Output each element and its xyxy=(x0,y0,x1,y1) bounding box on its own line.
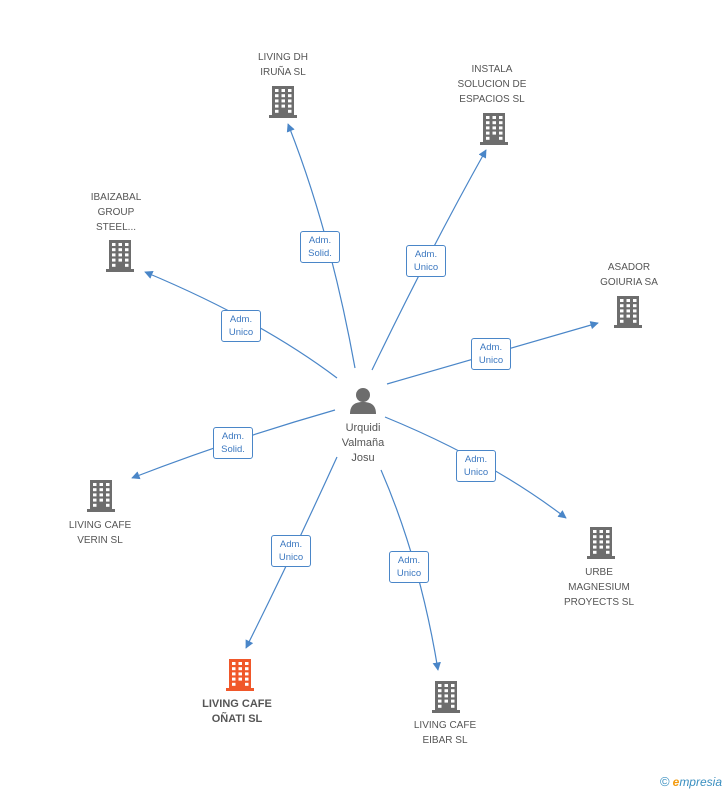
person-icon[interactable] xyxy=(350,388,376,414)
brand-logo: mpresia xyxy=(679,775,722,789)
company-label-living-verin[interactable]: LIVING CAFE VERIN SL xyxy=(68,520,132,546)
role-badge-living-onati: Adm. Unico xyxy=(271,535,311,567)
copyright-symbol: © xyxy=(660,774,670,789)
company-label-living-eibar[interactable]: LIVING CAFE EIBAR SL xyxy=(413,720,477,746)
building-icon-urbe[interactable] xyxy=(587,527,615,559)
role-badge-asador: Adm. Unico xyxy=(471,338,511,370)
footer: ©empresia xyxy=(660,774,722,789)
center-person-label[interactable]: Urquidi Valmaña Josu xyxy=(341,422,385,464)
company-label-asador[interactable]: ASADOR GOIURIA SA xyxy=(600,262,658,288)
brand-logo-e: e xyxy=(672,775,680,789)
building-icon-asador[interactable] xyxy=(614,296,642,328)
building-icon-instala[interactable] xyxy=(480,113,508,145)
role-badge-living-eibar: Adm. Unico xyxy=(389,551,429,583)
role-badge-instala: Adm. Unico xyxy=(406,245,446,277)
building-icon-living-verin[interactable] xyxy=(87,480,115,512)
building-icon-ibaizabal[interactable] xyxy=(106,240,134,272)
company-label-living-onati[interactable]: LIVING CAFE OÑATI SL xyxy=(202,698,272,725)
company-label-instala[interactable]: INSTALA SOLUCION DE ESPACIOS SL xyxy=(457,64,527,105)
icons-layer xyxy=(87,86,642,713)
company-label-urbe[interactable]: URBE MAGNESIUM PROYECTS SL xyxy=(563,567,635,608)
role-badge-urbe: Adm. Unico xyxy=(456,450,496,482)
role-badge-living-verin: Adm. Solid. xyxy=(213,427,253,459)
company-label-ibaizabal[interactable]: IBAIZABAL GROUP STEEL... xyxy=(90,192,142,233)
role-badge-ibaizabal: Adm. Unico xyxy=(221,310,261,342)
company-label-living-dh[interactable]: LIVING DH IRUÑA SL xyxy=(257,52,308,78)
building-icon-living-dh[interactable] xyxy=(269,86,297,118)
building-icon-living-eibar[interactable] xyxy=(432,681,460,713)
building-icon-living-onati[interactable] xyxy=(226,659,254,691)
role-badge-living-dh: Adm. Solid. xyxy=(300,231,340,263)
